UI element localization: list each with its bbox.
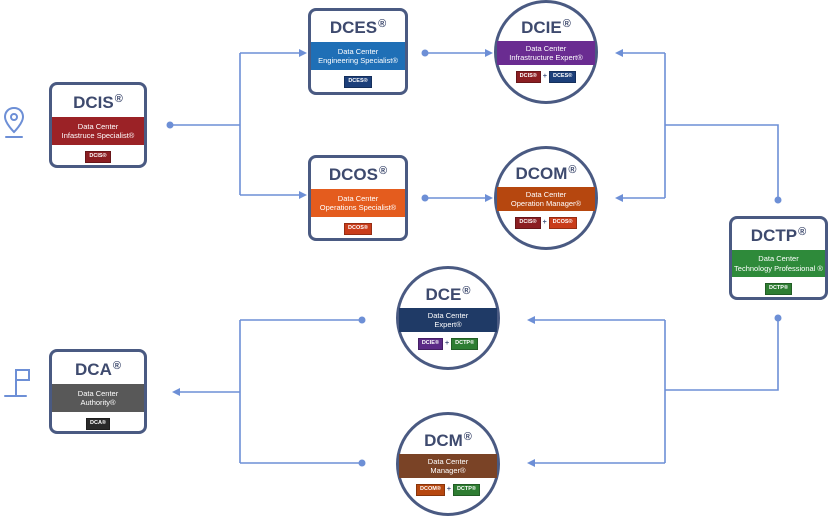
plus-sign: + <box>542 219 547 227</box>
badge-group: DCIE®+DCTP® <box>417 338 479 350</box>
band-line: Data Center <box>77 388 119 398</box>
node-band: Data Center Infrastructure Expert® <box>497 41 595 65</box>
node-dctp[interactable]: DCTP® Data Center Technology Professiona… <box>729 216 828 300</box>
node-dcom[interactable]: DCOM® Data Center Operation Manager® DCI… <box>494 146 598 250</box>
plus-sign: + <box>542 73 547 81</box>
arrowhead <box>615 49 623 57</box>
node-band: Data Center Operation Manager® <box>497 187 595 211</box>
connector-dot <box>421 49 429 57</box>
connector-dot <box>421 194 429 202</box>
band-line: Engineering Specialist® <box>318 56 398 65</box>
node-title: DCTP® <box>750 226 807 245</box>
node-dcm[interactable]: DCM® Data Center Manager® DCOM®+DCTP® <box>396 412 500 516</box>
node-title: DCIS® <box>73 93 123 112</box>
band-line: Data Center <box>758 254 799 264</box>
arrowhead <box>485 194 493 202</box>
connector-dot <box>358 316 366 324</box>
credential-badge: DCOM® <box>416 484 445 496</box>
connector-dot <box>774 196 782 204</box>
node-dcis[interactable]: DCIS® Data Center Infastruce Specialist®… <box>49 82 147 168</box>
credential-badge: DCOS® <box>344 223 372 235</box>
connector-dctp-upper <box>623 52 779 200</box>
band-line: Technology Professional ® <box>734 263 823 273</box>
flag-icon <box>4 369 30 397</box>
badge-group: DCOS® <box>344 223 372 235</box>
credential-badge: DCES® <box>344 76 372 88</box>
node-title: DCOS® <box>328 165 388 184</box>
band-line: Data Center <box>525 189 567 199</box>
arrowhead <box>172 388 180 396</box>
plus-sign: + <box>446 486 451 494</box>
badge-group: DCOM®+DCTP® <box>416 484 480 496</box>
node-band: Data Center Infastruce Specialist® <box>52 117 144 145</box>
node-band: Data Center Engineering Specialist® <box>311 42 405 70</box>
node-band: Data Center Technology Professional ® <box>732 250 825 277</box>
badge-group: DCIS®+DCES® <box>515 71 577 83</box>
connector-dot <box>774 314 782 322</box>
node-band: Data Center Authority® <box>52 384 144 412</box>
connector-dot <box>358 459 366 467</box>
credential-badge: DCIE® <box>417 338 444 350</box>
credential-badge: DCTP® <box>451 338 479 350</box>
credential-badge: DCES® <box>548 71 577 83</box>
node-dca[interactable]: DCA® Data Center Authority® DCA® <box>49 349 147 434</box>
credential-badge: DCIS® <box>515 71 541 83</box>
node-band: Data Center Manager® <box>399 454 497 478</box>
node-band: Data Center Operations Specialist® <box>311 189 405 217</box>
band-line: Operations Specialist® <box>319 203 397 212</box>
band-line: Authority® <box>80 398 116 407</box>
node-title: DCOM® <box>515 164 577 183</box>
node-title: DCA® <box>75 360 121 379</box>
band-line: Data Center <box>337 193 379 203</box>
band-line: Expert® <box>434 320 462 329</box>
badge-group: DCES® <box>344 76 372 88</box>
connector-dcis-fork <box>170 52 300 196</box>
band-line: Operation Manager® <box>510 199 582 208</box>
band-line: Infastruce Specialist® <box>61 131 135 140</box>
node-title: DCIE® <box>521 18 571 37</box>
location-pin-icon <box>3 106 25 138</box>
band-line: Data Center <box>525 43 567 53</box>
arrowhead <box>299 191 307 199</box>
badge-group: DCIS®+DCOS® <box>515 217 577 229</box>
node-dcie[interactable]: DCIE® Data Center Infrastructure Expert®… <box>494 0 598 104</box>
plus-sign: + <box>445 340 450 348</box>
connector-dctp-lower <box>535 318 779 464</box>
node-title: DCE® <box>425 285 471 304</box>
arrowhead <box>299 49 307 57</box>
node-title: DCM® <box>424 431 472 450</box>
band-line: Data Center <box>337 46 379 56</box>
credential-badge: DCOS® <box>548 217 577 229</box>
band-line: Data Center <box>427 310 469 320</box>
band-line: Data Center <box>77 121 119 131</box>
arrowhead <box>527 459 535 467</box>
band-line: Infrastructure Expert® <box>509 53 583 62</box>
connector-to-dca <box>180 319 362 464</box>
node-band: Data Center Expert® <box>399 308 497 332</box>
node-dcos[interactable]: DCOS® Data Center Operations Specialist®… <box>308 155 408 241</box>
arrowhead <box>615 194 623 202</box>
credential-badge: DCA® <box>86 418 110 430</box>
band-line: Data Center <box>427 456 469 466</box>
arrowhead <box>527 316 535 324</box>
arrowhead <box>485 49 493 57</box>
credential-badge: DCIS® <box>85 151 111 163</box>
badge-group: DCA® <box>86 418 110 430</box>
badge-group: DCIS® <box>85 151 111 163</box>
band-line: Manager® <box>430 466 466 475</box>
node-dces[interactable]: DCES® Data Center Engineering Specialist… <box>308 8 408 95</box>
node-dce[interactable]: DCE® Data Center Expert® DCIE®+DCTP® <box>396 266 500 370</box>
node-title: DCES® <box>329 18 387 37</box>
credential-badge: DCTP® <box>452 484 480 496</box>
badge-group: DCTP® <box>764 283 793 295</box>
connector-dot <box>166 121 174 129</box>
credential-badge: DCIS® <box>515 217 541 229</box>
credential-badge: DCTP® <box>764 283 793 295</box>
